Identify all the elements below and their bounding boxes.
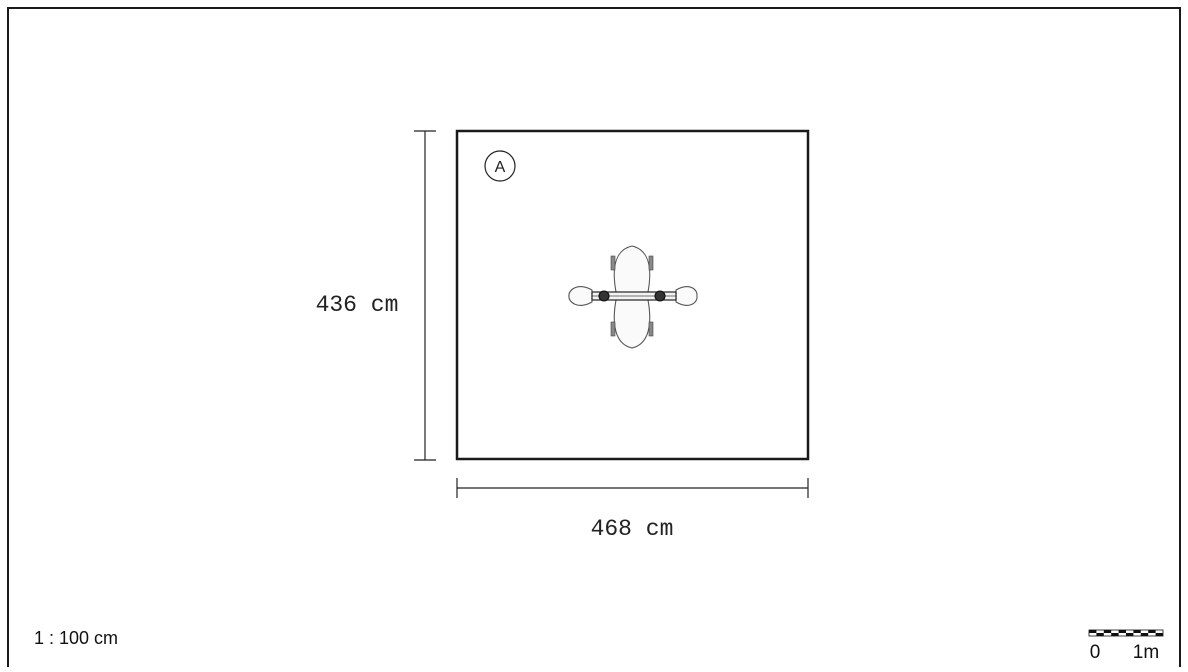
scale-bar-segment [1118,630,1126,633]
area-marker: A [484,150,516,182]
width-dimension [456,478,809,498]
scale-bar-segment [1103,630,1112,633]
seesaw-pivot-right [654,290,666,302]
scale-ratio: 1 : 100 cm [34,628,118,648]
width-dimension-label: 468 cm [591,516,674,542]
seesaw-pivot-left [598,290,610,302]
seesaw-grip [648,255,654,271]
seesaw-end-right [675,286,698,306]
scale-bar-segment [1133,630,1141,633]
scale-bar-end-label: 1m [1133,642,1159,663]
scale-bar-segment [1140,633,1149,636]
seesaw-end-left [568,286,593,306]
scale-bar-segment [1089,630,1097,633]
scale-bar-segment [1148,630,1156,633]
scale-bar-segment [1155,633,1163,636]
safety-area [455,129,810,461]
seesaw-seat-bottom [613,299,651,349]
seesaw-grip [610,321,616,337]
scale-bar-segment [1111,633,1119,636]
height-dimension [414,130,436,461]
scale-bar-start-label: 0 [1090,642,1101,663]
scale-bar-segment [1096,633,1104,636]
seesaw-grip [610,255,616,271]
seesaw-grip [648,321,654,337]
height-dimension-label: 436 cm [316,292,399,318]
area-marker-circle [484,150,516,182]
drawing-frame [7,7,1181,667]
seesaw-seat-top [613,245,651,293]
scale-bar-segment [1126,633,1134,636]
scale-bar [1088,629,1164,637]
area-marker-label: A [495,159,506,176]
seesaw-icon [568,245,698,349]
